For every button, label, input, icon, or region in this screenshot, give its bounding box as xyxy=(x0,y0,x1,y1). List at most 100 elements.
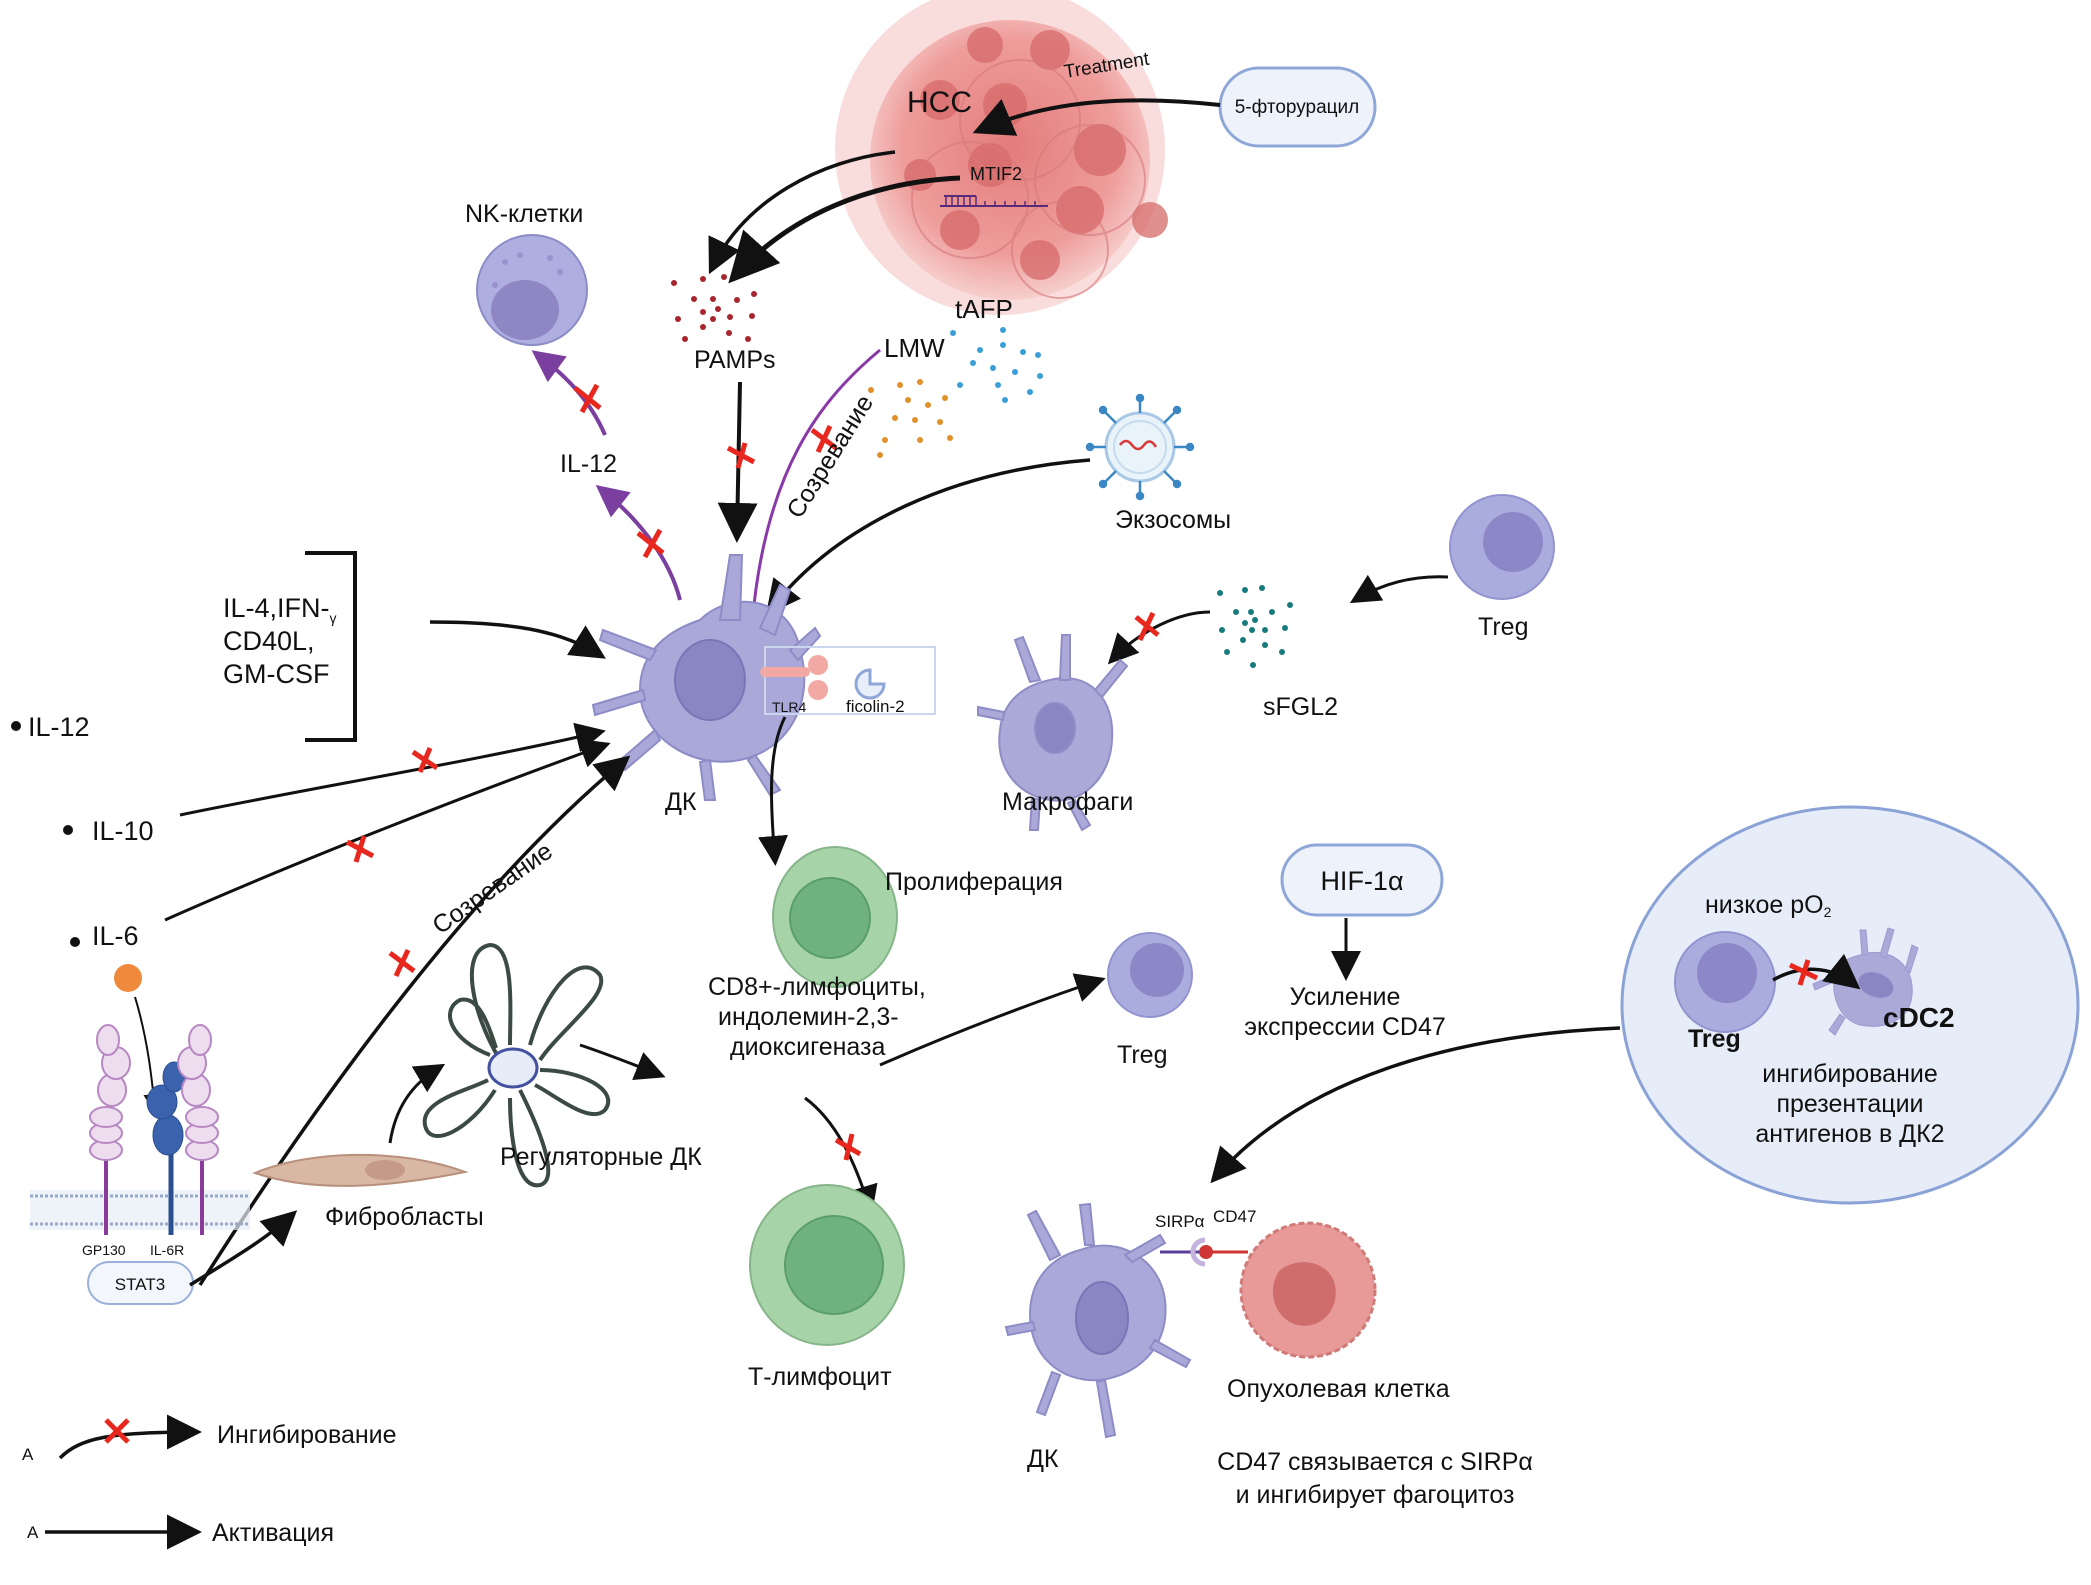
ficolin-label: ficolin-2 xyxy=(846,697,905,716)
legend-inhibition-mark xyxy=(104,1418,130,1444)
dc-center-label: ДК xyxy=(665,788,697,816)
dc-bottom-label: ДК xyxy=(1027,1445,1059,1473)
arrow-lmw-maturation-to-dc xyxy=(741,348,881,631)
il6r-label: IL-6R xyxy=(150,1242,184,1258)
mtif2-label: MTIF2 xyxy=(970,164,1022,184)
maturation-bottom-label: Созревание xyxy=(427,837,557,940)
hypoxia-text-line1: ингибирование xyxy=(1762,1060,1938,1088)
inhibit-mark-lmw-dc xyxy=(810,424,838,454)
cytokine-group-line2: CD40L, xyxy=(223,626,315,656)
tumor-cell xyxy=(1239,1221,1377,1359)
cd47-upregulation-line2: экспрессии CD47 xyxy=(1244,1013,1446,1041)
hcc-tumor-mass xyxy=(835,0,1168,315)
cdc2-label: cDC2 xyxy=(1883,1002,1955,1033)
arrow-exosomes-to-dc xyxy=(765,458,1091,616)
hypoxia-text-line3: антигенов в ДК2 xyxy=(1755,1120,1944,1148)
il12-left-label: IL-12 xyxy=(28,712,90,742)
treg-cell-top xyxy=(1449,494,1555,600)
sfgl2-dots xyxy=(1217,585,1293,668)
inhibit-mark-sfgl2-macrophage xyxy=(1134,611,1160,642)
dendritic-cell-center xyxy=(591,554,822,801)
arrow-5fu-to-hcc xyxy=(972,98,1221,136)
cd47-label: CD47 xyxy=(1213,1207,1256,1226)
regulatory-dc-cell xyxy=(422,942,611,1188)
treg-top-label: Treg xyxy=(1478,613,1528,641)
nk-cell xyxy=(476,234,588,346)
legend-activation-label: Активация xyxy=(212,1519,334,1547)
tlr4-receptor-icon xyxy=(760,655,828,700)
il10-label: IL-10 xyxy=(92,816,154,846)
il12-top-label: IL-12 xyxy=(560,450,617,478)
treg-cell-mid xyxy=(1107,932,1193,1018)
sfgl2-label: sFGL2 xyxy=(1263,693,1338,721)
hif1a-pill xyxy=(1280,843,1444,917)
hif1a-label: HIF-1α xyxy=(1320,866,1403,896)
cd47-binding-line1: CD47 связывается с SIRPα xyxy=(1217,1448,1533,1476)
gp130-receptor-icon xyxy=(89,1024,131,1235)
cytokine-bracket xyxy=(305,551,357,742)
lmw-label: LMW xyxy=(884,333,945,363)
arrow-stat3-to-fibroblasts xyxy=(189,1210,298,1287)
inhibit-mark-dc-il12 xyxy=(636,528,665,559)
dendritic-cell-bottom xyxy=(1004,1202,1192,1439)
lmw-dots xyxy=(868,379,953,458)
tafp-dots xyxy=(950,327,1043,403)
arrow-sfgl2-to-macrophages xyxy=(1107,610,1211,665)
arrow-fibroblasts-to-regdc xyxy=(388,1063,446,1144)
tafp-label: tAFP xyxy=(955,294,1013,324)
fibroblast-cell xyxy=(252,1153,469,1187)
hypoxia-text-line2: презентации xyxy=(1776,1090,1923,1118)
arrow-il12-to-nk xyxy=(531,350,607,436)
tumor-cell-label: Опухолевая клетка xyxy=(1227,1375,1450,1403)
maturation-top-label: Созревание xyxy=(781,390,879,523)
sirpa-receptor-icon xyxy=(1190,1237,1206,1267)
bullet-il6 xyxy=(70,937,80,947)
ficolin-icon xyxy=(854,668,886,700)
il6-label: IL-6 xyxy=(92,921,139,951)
cytokine-group-line3: GM-CSF xyxy=(223,659,329,689)
exosome-icon xyxy=(1085,393,1195,501)
arrow-cd8-to-treg xyxy=(879,973,1106,1067)
cd8-text-line1: CD8+-лимфоциты, xyxy=(708,973,926,1001)
proliferating-t-cell xyxy=(772,846,898,988)
arrow-dc-to-il12 xyxy=(595,485,682,601)
low-po2-label: низкое pO2 xyxy=(1705,891,1832,920)
gp130-label: GP130 xyxy=(82,1242,126,1258)
cd8-text-line3: диоксигеназа xyxy=(730,1033,886,1061)
t-lymphocyte-label: Т-лимфоцит xyxy=(748,1363,892,1391)
t-lymphocyte-cell xyxy=(749,1184,905,1346)
legend: A Ингибирование A Активация xyxy=(22,1414,397,1550)
proliferation-label: Пролиферация xyxy=(885,868,1063,896)
arrow-stat3-maturation-to-dc xyxy=(198,755,631,1286)
legend-inhibition-label: Ингибирование xyxy=(217,1421,397,1449)
inhibit-mark-treg-cdc2 xyxy=(1788,959,1819,986)
legend-inhibition-marker: A xyxy=(22,1445,34,1464)
cytokine-group-line1: IL-4,IFN-γ xyxy=(223,593,337,626)
bullet-il10 xyxy=(63,825,73,835)
inhibit-mark-pamps-dc xyxy=(726,442,756,469)
cd8-text-line2: индолемин-2,3- xyxy=(718,1003,899,1031)
cd47-binding-line2: и ингибирует фагоцитоз xyxy=(1236,1481,1515,1509)
macrophage-cell xyxy=(977,634,1129,832)
gp130-receptor-icon-2 xyxy=(177,1024,219,1235)
arrow-il10-to-dc xyxy=(179,722,606,817)
exosomes-label: Экзосомы xyxy=(1115,506,1231,534)
pamps-dots xyxy=(671,274,757,342)
pamps-label: PAMPs xyxy=(694,346,776,374)
legend-inhibition-arrow xyxy=(58,1414,202,1460)
mrna-icon xyxy=(940,195,1048,207)
inhibit-mark-il12-nk xyxy=(573,383,602,414)
legend-activation-marker: A xyxy=(27,1523,39,1542)
arrow-treg-to-cdc2 xyxy=(1772,953,1861,990)
arrow-hcc-to-pamps-1 xyxy=(708,150,896,275)
sirpa-label: SIRPα xyxy=(1155,1212,1205,1231)
inhibit-mark-stat3-dc xyxy=(388,948,416,978)
regulatory-dc-label: Регуляторные ДК xyxy=(500,1143,702,1171)
arrow-tlr4-to-proliferation xyxy=(758,716,788,866)
stat3-label: STAT3 xyxy=(115,1275,165,1294)
macrophages-label: Макрофаги xyxy=(1002,788,1133,816)
treg-hypoxia-label: Treg xyxy=(1688,1025,1741,1053)
drug-5fu-label: 5-фторурацил xyxy=(1235,97,1360,118)
fibroblasts-label: Фибробласты xyxy=(325,1203,484,1231)
